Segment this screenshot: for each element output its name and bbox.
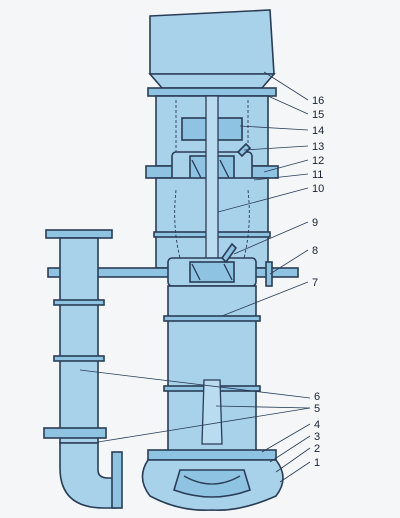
motor-adapter [148,73,276,89]
shaft-sleeve [201,379,223,445]
elbow-outlet-flange [111,451,123,509]
discharge-pipe-flange-1 [53,299,105,306]
part-number-13: 13 [312,141,324,153]
part-number-9: 9 [312,217,318,229]
part-number-12: 12 [312,155,324,167]
part-number-11: 11 [312,169,323,181]
grease-nipple-lower [220,242,238,264]
part-number-8: 8 [312,245,318,257]
motor [149,9,275,75]
discharge-elbow [59,442,117,509]
part-number-10: 10 [312,183,324,195]
casing-cover [147,449,277,461]
discharge-top-flange [45,229,113,239]
part-number-1: 1 [314,457,320,469]
discharge-pipe [59,237,99,444]
part-number-14: 14 [312,125,324,137]
part-number-2: 2 [314,443,320,455]
part-number-6: 6 [314,391,320,403]
motor-base-flange [147,87,277,97]
impeller-vane [183,475,241,485]
base-bolt [265,261,273,287]
discharge-pipe-flange-3 [43,427,107,439]
lower-bearing [189,261,235,283]
middle-hidden-right [243,189,250,259]
part-number-15: 15 [312,109,324,121]
part-number-16: 16 [312,95,324,107]
part-number-7: 7 [312,277,318,289]
part-number-4: 4 [314,419,320,431]
leader-lines [79,71,311,483]
column-flange-a [163,315,261,322]
part-number-5: 5 [314,403,320,415]
discharge-pipe-flange-2 [53,355,105,362]
middle-hidden-left [174,189,181,259]
part-number-3: 3 [314,431,320,443]
